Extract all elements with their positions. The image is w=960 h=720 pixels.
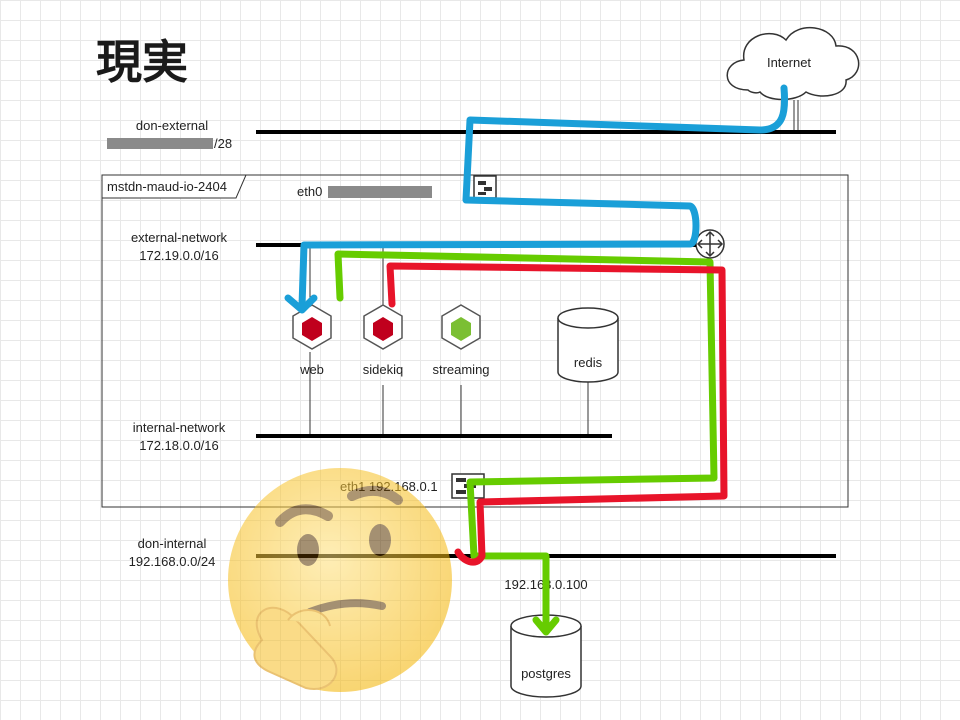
don-external-label: don-external [136,118,208,133]
sidekiq-container-icon [363,304,403,350]
router-icon [695,229,725,259]
external-network-label: external-network [131,230,228,245]
green-arrowhead [532,616,560,636]
eth0-label: eth0 [297,184,322,199]
streaming-container-icon [441,304,481,350]
host-name: mstdn-maud-io-2404 [107,179,227,194]
don-external-cidr: /28 [214,136,232,151]
red-path-sidekiq-to-postgres [386,262,728,566]
streaming-label: streaming [432,362,489,377]
thinking-face-emoji-icon [228,468,452,692]
sidekiq-label: sidekiq [363,362,403,377]
internal-network-label: internal-network [133,420,226,435]
redacted-address [328,186,432,198]
postgres-label: postgres [521,666,571,681]
redis-label: redis [574,355,603,370]
web-label: web [299,362,324,377]
don-internal-label: don-internal [138,536,207,551]
blue-arrowhead [284,294,318,314]
web-container-icon [292,304,332,350]
page-title: 現実 [96,35,188,89]
green-path-streaming-to-postgres [334,250,718,634]
redacted-address [107,138,213,149]
eth0-port-icon [473,175,497,199]
external-network-cidr: 172.19.0.0/16 [139,248,219,263]
internet-cloud-icon [726,26,860,101]
redis-database-icon [557,307,619,383]
host-box [101,174,849,508]
internal-network-cidr: 172.18.0.0/16 [139,438,219,453]
don-internal-cidr: 192.168.0.0/24 [129,554,216,569]
blue-path-internet-to-web [298,84,789,310]
internet-label: Internet [767,55,811,70]
